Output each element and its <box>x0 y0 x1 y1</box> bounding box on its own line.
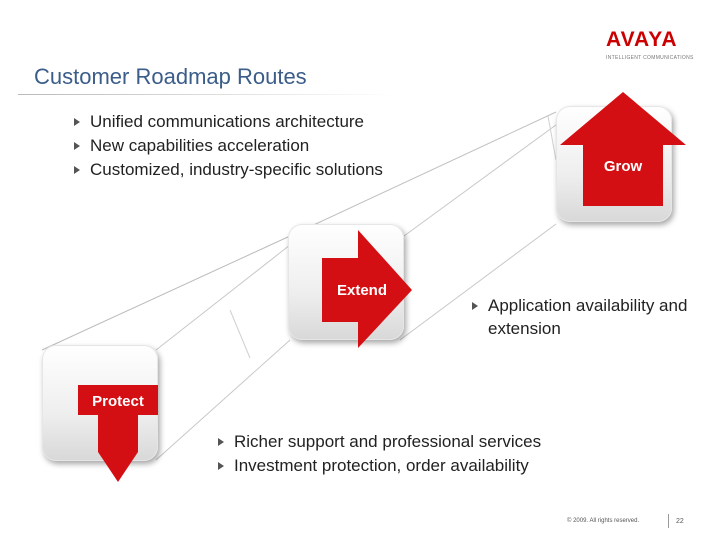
grow-label: Grow <box>603 158 643 175</box>
avaya-logo: AVAYA <box>606 28 678 51</box>
list-item: Unified communications architecture <box>72 110 383 134</box>
grow-bullet-list: Unified communications architecture New … <box>72 110 383 182</box>
footer-divider <box>668 514 669 528</box>
list-item: Investment protection, order availabilit… <box>216 454 541 478</box>
list-item: New capabilities acceleration <box>72 134 383 158</box>
protect-bullet-list: Richer support and professional services… <box>216 430 541 478</box>
extend-label: Extend <box>336 282 387 299</box>
extend-bullet-list: Application availability and extension <box>470 294 700 340</box>
bullet-arrow-icon <box>74 166 80 174</box>
protect-label: Protect <box>92 393 144 410</box>
list-item: Richer support and professional services <box>216 430 541 454</box>
page-number: 22 <box>676 518 684 525</box>
bullet-arrow-icon <box>472 302 478 310</box>
list-item: Customized, industry-specific solutions <box>72 158 383 182</box>
copyright-text: © 2009. All rights reserved. <box>567 518 640 524</box>
bullet-arrow-icon <box>218 462 224 470</box>
title-divider <box>18 94 398 95</box>
bullet-arrow-icon <box>74 118 80 126</box>
bullet-arrow-icon <box>74 142 80 150</box>
logo-tagline: INTELLIGENT COMMUNICATIONS <box>606 55 694 61</box>
list-item: Application availability and extension <box>470 294 700 340</box>
bullet-arrow-icon <box>218 438 224 446</box>
slide-title: Customer Roadmap Routes <box>34 64 307 89</box>
